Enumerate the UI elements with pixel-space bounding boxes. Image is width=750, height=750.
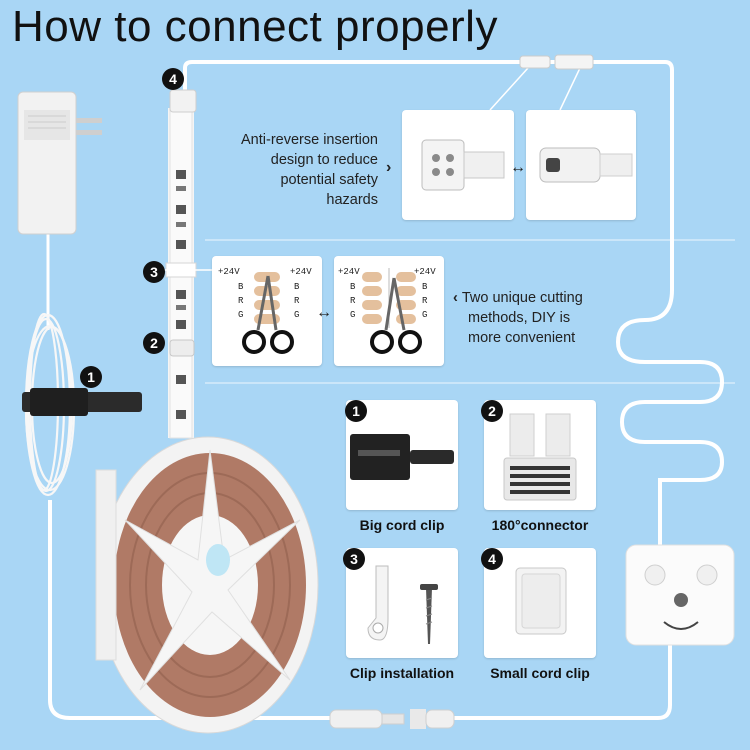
pad-label-r-right: R [294, 296, 300, 306]
caption-big-cord-clip: Big cord clip [359, 517, 445, 533]
cutting-text: ‹ Two unique cutting methods, DIY is mor… [453, 288, 583, 348]
copper-pads-solder-graphic [362, 268, 416, 328]
accessory-card-3 [346, 548, 458, 658]
pointer-line-left [489, 67, 529, 111]
pad2-label-g-right: G [422, 310, 428, 320]
cutting-line-1-text: Two unique cutting [461, 290, 583, 306]
female-connector-icon [539, 147, 633, 183]
anti-reverse-line-3: potential safety [280, 172, 378, 188]
badge-3-main: 3 [143, 261, 165, 283]
pointer-line-right [559, 67, 581, 111]
cable-bottom-right [450, 645, 672, 720]
led-reel [95, 436, 319, 734]
badge-accessory-1: 1 [345, 400, 367, 422]
badge-accessory-4: 4 [481, 548, 503, 570]
badge-2-main: 2 [143, 332, 165, 354]
pad-label-b-right: B [294, 282, 300, 292]
arrows-both-icon-2: ↔ [316, 304, 332, 321]
female-connector-card [526, 110, 636, 220]
cut-method-card-1: +24V +24V B B R R G G [212, 256, 322, 366]
pad-label-g-right: G [294, 310, 300, 320]
cable-path [183, 60, 725, 545]
cut-method-card-2: +24V +24V B B R R G G [334, 256, 444, 366]
pad-label-24v-left: +24V [218, 267, 240, 277]
badge-1-main: 1 [80, 366, 102, 388]
chevron-left-icon: ‹ [453, 290, 462, 306]
pad-label-r-left: R [238, 296, 244, 306]
accessory-card-1 [346, 400, 458, 510]
anti-reverse-line-4: hazards [326, 192, 378, 208]
pad-label-g-left: G [238, 310, 244, 320]
pad-label-b-left: B [238, 282, 244, 292]
coil-clip [22, 388, 142, 416]
pad2-label-24v-right: +24V [414, 267, 436, 277]
controller-box [625, 544, 735, 646]
anti-reverse-line-2: design to reduce [270, 152, 378, 168]
cutting-line-1: ‹ Two unique cutting [453, 288, 583, 308]
inline-connector-male [519, 55, 551, 69]
male-connector-card [402, 110, 514, 220]
pad2-label-24v-left: +24V [338, 267, 360, 277]
connector-180-icon [503, 413, 577, 501]
caption-small-cord-clip: Small cord clip [490, 665, 590, 681]
pad-label-24v-right: +24V [290, 267, 312, 277]
pad2-label-g-left: G [350, 310, 356, 320]
male-connector-icon [421, 139, 505, 191]
cutting-line-3: more convenient [468, 330, 576, 346]
cutting-line-2: methods, DIY is [468, 310, 571, 326]
small-cord-clip-icon [515, 567, 567, 635]
inline-connector-female [554, 54, 594, 70]
dc-plugs [329, 709, 455, 729]
caption-clip-installation: Clip installation [349, 665, 455, 681]
anti-reverse-line-1: Anti-reverse insertion [241, 132, 378, 148]
anti-reverse-text: Anti-reverse insertion design to reduce … [190, 130, 378, 210]
clip-installation-icon [367, 565, 438, 644]
badge-accessory-2: 2 [481, 400, 503, 422]
page-title: How to connect properly [12, 2, 498, 51]
cable-bottom-left [48, 500, 330, 720]
pad2-label-r-left: R [350, 296, 356, 306]
caption-180-connector: 180°connector [491, 517, 589, 533]
badge-accessory-3: 3 [343, 548, 365, 570]
accessory-card-2 [484, 400, 596, 510]
accessory-card-4 [484, 548, 596, 658]
strip-connector [169, 339, 195, 357]
pad2-label-r-right: R [422, 296, 428, 306]
scissors-icon [242, 275, 294, 354]
pad2-label-b-left: B [350, 282, 356, 292]
big-cord-clip-icon [350, 434, 454, 480]
scissors-icon-2 [370, 277, 422, 354]
badge-4-main: 4 [162, 68, 184, 90]
pad2-label-b-right: B [422, 282, 428, 292]
chevron-right-icon: › [386, 159, 392, 176]
power-adapter [17, 91, 102, 235]
arrows-both-icon: ↔ [510, 159, 526, 176]
small-cord-clip [169, 89, 197, 113]
